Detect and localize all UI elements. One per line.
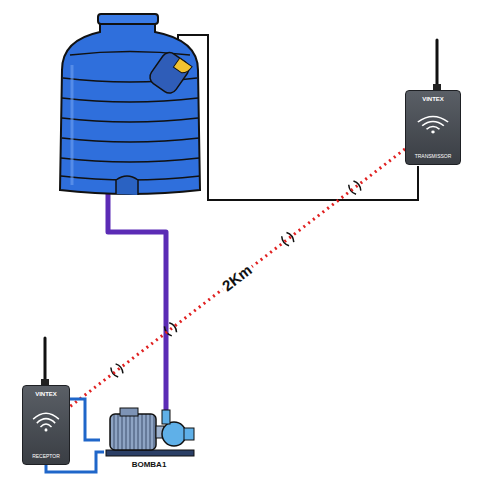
antenna — [433, 40, 441, 92]
water-tank — [60, 14, 200, 195]
pump-symbol — [100, 400, 198, 470]
radio-device: VINTEX TRANSMISSOR — [405, 90, 461, 165]
control-wire — [70, 399, 100, 440]
float-wire — [178, 35, 418, 200]
radio-device: VINTEX RECEPTOR — [22, 385, 70, 465]
wifi-icon — [23, 386, 69, 464]
radio-link — [70, 149, 405, 407]
device-label: TRANSMISSOR — [415, 154, 452, 160]
distance-label: 2Km — [218, 260, 257, 295]
device-label: RECEPTOR — [32, 454, 60, 460]
float-switch — [147, 49, 192, 96]
antenna — [41, 338, 49, 387]
pump-label: BOMBA1 — [132, 461, 167, 470]
brand-label: VINTEX — [422, 96, 444, 103]
signal-wave — [280, 231, 295, 247]
water-pipe — [108, 192, 166, 412]
brand-label: VINTEX — [35, 391, 57, 398]
pump-node: BOMBA1 — [100, 400, 198, 470]
